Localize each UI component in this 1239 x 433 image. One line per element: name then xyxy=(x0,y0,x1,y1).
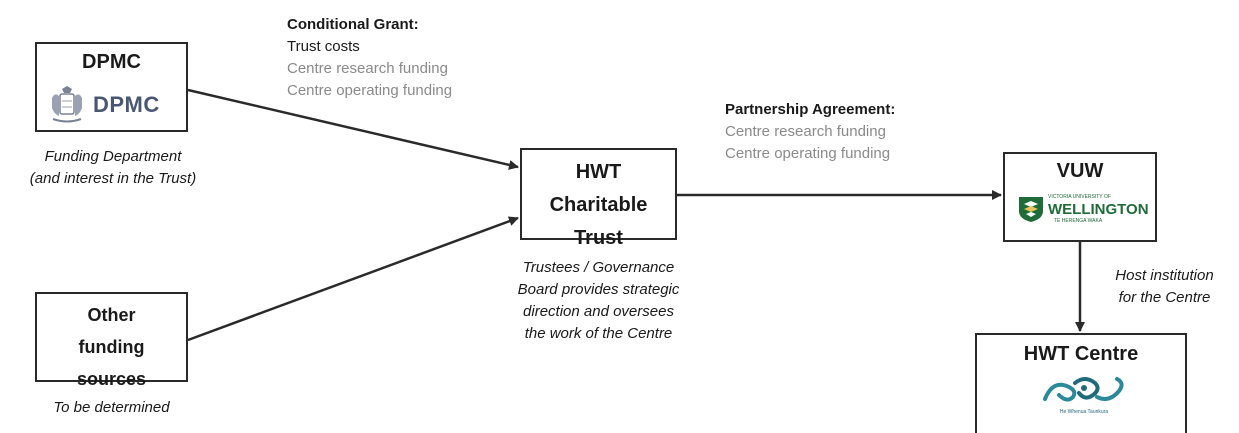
trust-title-line: Trust xyxy=(574,227,623,249)
dpmc-caption-line: Funding Department xyxy=(44,148,182,165)
trust-caption-line: the work of the Centre xyxy=(524,325,673,342)
dpmc-logo-text: DPMC xyxy=(93,92,160,117)
conditional-grant-heading: Conditional Grant: xyxy=(287,16,419,33)
vuw-node: VUW VICTORIA UNIVERSITY OF WELLINGTON TE… xyxy=(1003,152,1157,242)
vuw-logo-small-bottom: TE HERENGA WAKA xyxy=(1054,218,1103,224)
arrow-dpmc-to-trust xyxy=(187,88,519,170)
nz-coat-of-arms-icon xyxy=(52,86,82,123)
partnership-agreement-label: Partnership Agreement: Centre research f… xyxy=(725,99,895,165)
trust-caption: Trustees / Governance Board provides str… xyxy=(498,257,699,345)
dpmc-logo: DPMC xyxy=(47,86,179,124)
vuw-logo: VICTORIA UNIVERSITY OF WELLINGTON TE HER… xyxy=(1018,193,1149,225)
other-funding-node: Other funding sources xyxy=(35,292,188,389)
hwt-centre-logo: He Whenua Taurikura xyxy=(1039,373,1129,423)
conditional-grant-item: Centre research funding xyxy=(287,60,448,77)
other-funding-title-line: Other xyxy=(87,305,136,325)
arrow-other-to-trust xyxy=(187,216,519,342)
conditional-grant-label: Conditional Grant: Trust costs Centre re… xyxy=(287,14,452,102)
dpmc-node: DPMC DPMC xyxy=(35,42,188,132)
hwt-centre-title: HWT Centre xyxy=(1023,343,1139,365)
trust-caption-line: Trustees / Governance xyxy=(522,259,675,276)
conditional-grant-item: Trust costs xyxy=(287,38,360,55)
vuw-shield-icon xyxy=(1019,197,1043,222)
vuw-logo-main: WELLINGTON xyxy=(1048,201,1149,218)
trust-caption-line: direction and oversees xyxy=(523,303,674,320)
other-funding-caption-line: To be determined xyxy=(53,399,170,416)
partnership-agreement-item: Centre operating funding xyxy=(725,145,891,162)
vuw-caption-line: for the Centre xyxy=(1118,289,1211,306)
partnership-agreement-heading: Partnership Agreement: xyxy=(725,101,896,118)
dpmc-caption: Funding Department (and interest in the … xyxy=(0,146,226,190)
hwt-centre-node: HWT Centre He Whenua Taurikura xyxy=(975,333,1187,433)
dpmc-title: DPMC xyxy=(82,51,141,73)
vuw-title: VUW xyxy=(1056,160,1104,182)
vuw-caption-line: Host institution xyxy=(1115,267,1214,284)
partnership-agreement-item: Centre research funding xyxy=(725,123,886,140)
other-funding-caption: To be determined xyxy=(20,397,203,419)
connector-arrows xyxy=(187,88,1085,342)
dpmc-caption-line: (and interest in the Trust) xyxy=(29,170,197,187)
other-funding-title-line: funding xyxy=(78,337,145,357)
trust-node: HWT Charitable Trust xyxy=(520,148,677,249)
conditional-grant-item: Centre operating funding xyxy=(287,82,453,99)
trust-title-line: HWT xyxy=(575,161,622,183)
trust-title-line: Charitable xyxy=(549,194,648,216)
hwt-centre-logo-sub: He Whenua Taurikura xyxy=(1059,409,1109,415)
hwt-centre-logo-icon xyxy=(1043,377,1124,402)
trust-caption-line: Board provides strategic xyxy=(517,281,680,298)
other-funding-title-line: sources xyxy=(76,369,147,389)
vuw-logo-small-top: VICTORIA UNIVERSITY OF xyxy=(1048,194,1111,200)
vuw-caption: Host institution for the Centre xyxy=(1090,265,1239,309)
